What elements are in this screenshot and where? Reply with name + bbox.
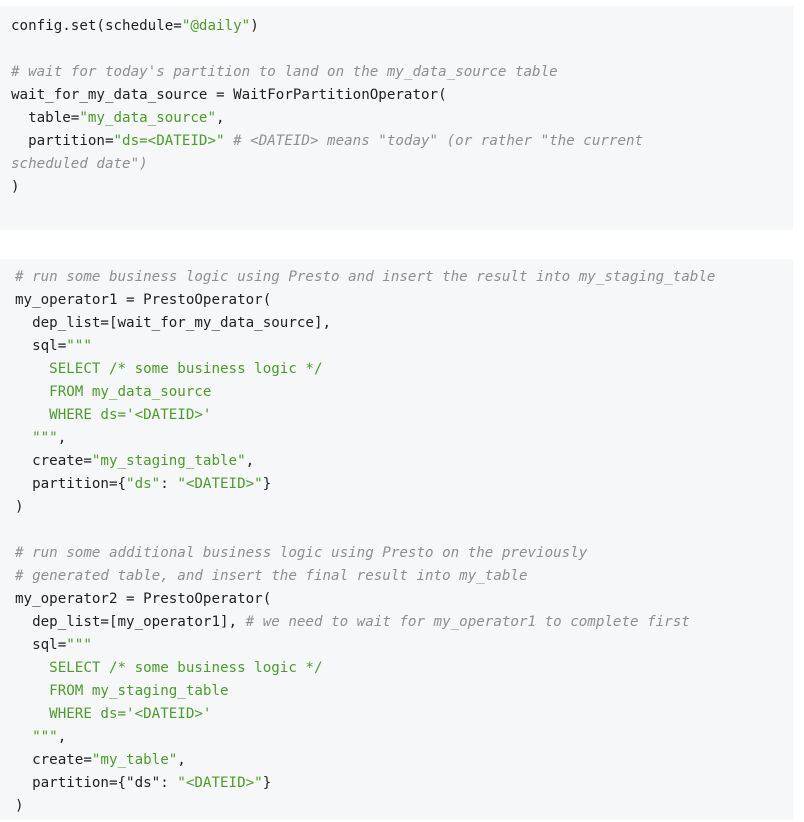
code-line: my_operator2 = PrestoOperator( xyxy=(15,588,793,611)
code-comment: # wait for today's partition to land on … xyxy=(11,64,558,80)
code-line: # generated table, and insert the final … xyxy=(15,565,793,588)
code-line: create="my_table", xyxy=(15,749,793,772)
code-line: SELECT /* some business logic */ xyxy=(15,358,793,381)
code-text: ) xyxy=(250,18,259,34)
code-string: """ xyxy=(15,430,58,446)
code-line: partition={"ds": "<DATEID>"} xyxy=(15,772,793,795)
code-comment: # run some business logic using Presto a… xyxy=(15,269,716,285)
code-string: FROM my_staging_table xyxy=(15,683,229,699)
code-string: """ xyxy=(66,637,92,653)
code-text: , xyxy=(177,752,186,768)
code-block-schedule-config: config.set(schedule="@daily") # wait for … xyxy=(0,6,793,230)
code-string: "ds=<DATEID>" xyxy=(113,133,225,149)
code-string: FROM my_data_source xyxy=(15,384,212,400)
code-string: SELECT /* some business logic */ xyxy=(15,361,323,377)
code-line: dep_list=[wait_for_my_data_source], xyxy=(15,312,793,335)
code-block-presto-operators: # run some business logic using Presto a… xyxy=(0,259,793,820)
code-text: sql= xyxy=(15,338,67,354)
code-text: my_operator1 = PrestoOperator( xyxy=(15,292,272,308)
code-line: scheduled date") xyxy=(11,153,793,176)
code-text: config.set(schedule= xyxy=(11,18,182,34)
code-string: """ xyxy=(66,338,92,354)
code-line: # wait for today's partition to land on … xyxy=(11,61,793,84)
code-text: create= xyxy=(15,752,92,768)
code-text: dep_list=[my_operator1], xyxy=(15,614,246,630)
code-text: partition={"ds": xyxy=(15,775,178,791)
code-text: create= xyxy=(15,453,92,469)
code-line: WHERE ds='<DATEID>' xyxy=(15,703,793,726)
code-line xyxy=(11,38,793,61)
code-comment: # <DATEID> means "today" (or rather "the… xyxy=(233,133,644,149)
code-line: my_operator1 = PrestoOperator( xyxy=(15,289,793,312)
code-string: WHERE ds='<DATEID>' xyxy=(15,706,212,722)
code-string: "ds" xyxy=(126,476,161,492)
code-string: SELECT /* some business logic */ xyxy=(15,660,323,676)
code-line: """, xyxy=(15,427,793,450)
code-text: sql= xyxy=(15,637,67,653)
code-text: dep_list=[wait_for_my_data_source], xyxy=(15,315,332,331)
code-text: my_operator2 = PrestoOperator( xyxy=(15,591,272,607)
code-string: "my_data_source" xyxy=(79,110,217,126)
code-string: WHERE ds='<DATEID>' xyxy=(15,407,212,423)
code-text: ) xyxy=(15,499,24,515)
code-string: "my_table" xyxy=(91,752,178,768)
code-comment: # generated table, and insert the final … xyxy=(15,568,528,584)
code-line: WHERE ds='<DATEID>' xyxy=(15,404,793,427)
code-text: partition= xyxy=(11,133,114,149)
code-line: sql=""" xyxy=(15,634,793,657)
code-line: SELECT /* some business logic */ xyxy=(15,657,793,680)
code-line: # run some additional business logic usi… xyxy=(15,542,793,565)
code-line: table="my_data_source", xyxy=(11,107,793,130)
code-line: ) xyxy=(15,496,793,519)
code-line: partition="ds=<DATEID>" # <DATEID> means… xyxy=(11,130,793,153)
code-line: dep_list=[my_operator1], # we need to wa… xyxy=(15,611,793,634)
code-line: partition={"ds": "<DATEID>"} xyxy=(15,473,793,496)
code-comment: scheduled date") xyxy=(11,156,148,172)
code-text: } xyxy=(262,775,272,791)
code-comment: # run some additional business logic usi… xyxy=(15,545,588,561)
code-line: ) xyxy=(11,176,793,199)
code-line: sql=""" xyxy=(15,335,793,358)
code-line xyxy=(15,519,793,542)
code-string: "<DATEID>" xyxy=(177,476,263,492)
code-string: "my_staging_table" xyxy=(91,453,246,469)
code-text: table= xyxy=(11,110,80,126)
code-line: FROM my_staging_table xyxy=(15,680,793,703)
code-text: , xyxy=(245,453,255,469)
code-text: wait_for_my_data_source = WaitForPartiti… xyxy=(11,87,447,103)
code-line: ) xyxy=(15,795,793,818)
code-text: } xyxy=(262,476,272,492)
code-text: partition={ xyxy=(15,476,127,492)
code-comment: # we need to wait for my_operator1 to co… xyxy=(245,614,690,630)
code-text: : xyxy=(160,476,178,492)
code-text xyxy=(225,133,234,149)
code-text: , xyxy=(57,430,67,446)
code-string: "<DATEID>" xyxy=(177,775,263,791)
code-line: wait_for_my_data_source = WaitForPartiti… xyxy=(11,84,793,107)
code-line: config.set(schedule="@daily") xyxy=(11,15,793,38)
code-line: FROM my_data_source xyxy=(15,381,793,404)
code-string: "@daily" xyxy=(181,18,251,34)
code-string: """ xyxy=(15,729,58,745)
code-text: , xyxy=(57,729,67,745)
code-line: create="my_staging_table", xyxy=(15,450,793,473)
code-text: ) xyxy=(11,179,20,195)
code-text: , xyxy=(216,110,225,126)
code-line: # run some business logic using Presto a… xyxy=(15,266,793,289)
code-line: """, xyxy=(15,726,793,749)
code-text: ) xyxy=(15,798,24,814)
